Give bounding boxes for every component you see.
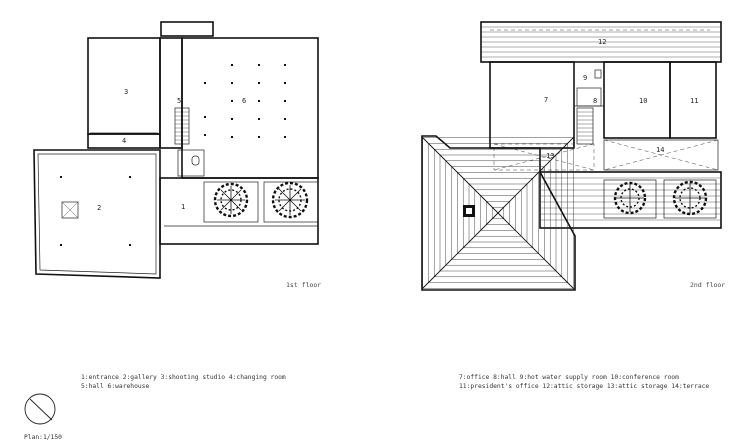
room-number: 4	[122, 137, 126, 145]
room-gallery	[33, 149, 161, 279]
second-floor-plan: 7 8 9 10 11 12 13 14 2nd floor	[421, 21, 725, 291]
floor-label-first: 1st floor	[286, 281, 321, 289]
room-number: 6	[242, 97, 246, 105]
gallery-inner-line	[37, 153, 157, 275]
roof-hip-line	[497, 136, 575, 214]
roof-contour-line	[433, 148, 563, 278]
room-hall	[159, 37, 183, 149]
room-number: 13	[546, 152, 554, 160]
room-hot-water-supply	[573, 61, 605, 107]
room-number: 2	[97, 204, 101, 212]
room-number: 5	[177, 97, 181, 105]
room-number: 7	[544, 96, 548, 104]
entry-canopy	[160, 21, 214, 37]
gallery-roof	[421, 135, 576, 291]
water-heater-icon	[594, 69, 602, 79]
roof-contour-line	[480, 195, 516, 231]
room-terrace	[603, 139, 719, 171]
scale-label: Plan:1/150	[24, 434, 62, 441]
gallery-skylight	[61, 201, 79, 219]
roof-contour-line	[491, 206, 505, 220]
roof-contour-line	[428, 143, 568, 283]
roof-contour-line	[451, 166, 545, 260]
room-number: 12	[598, 38, 606, 46]
room-entrance	[159, 177, 319, 245]
tree-icon-left	[213, 182, 249, 218]
legend-second-line-1: 7:office 8:hall 9:hot water supply room …	[459, 374, 679, 381]
room-office	[489, 61, 575, 149]
staircase-second	[576, 107, 594, 145]
upper-planter-left	[603, 179, 657, 219]
roof-deck	[539, 171, 722, 229]
room-attic-storage-13	[493, 143, 595, 171]
room-shooting-studio	[87, 37, 161, 135]
room-conference	[603, 61, 671, 139]
roof-contour-line	[422, 137, 574, 289]
roof-contour-line	[457, 172, 539, 254]
legend-first-line-1: 1:entrance 2:gallery 3:shooting studio 4…	[81, 374, 286, 381]
roof-contour-line	[439, 154, 557, 272]
roof-hip-line	[421, 136, 499, 214]
room-number: 1	[181, 203, 185, 211]
toilet-fixture	[191, 155, 200, 166]
room-number: 9	[583, 74, 587, 82]
room-presidents-office	[669, 61, 717, 139]
room-number: 10	[639, 97, 647, 105]
room-hall-2f	[576, 87, 602, 107]
north-arrow-icon	[24, 393, 56, 425]
tree-icon-upper-left	[613, 181, 647, 215]
room-number: 11	[690, 97, 698, 105]
gallery-columns	[60, 176, 131, 246]
upper-planter-right	[663, 179, 717, 219]
legend-second-line-2: 11:president's office 12:attic storage 1…	[459, 383, 709, 390]
room-number: 8	[593, 97, 597, 105]
tree-icon-right	[271, 181, 309, 219]
roof-hip-line	[497, 212, 575, 290]
legend-first-line-2: 5:hall 6:warehouse	[81, 383, 149, 390]
floor-label-second: 2nd floor	[690, 281, 725, 289]
roof-contour-line	[445, 160, 551, 266]
warehouse-column-grid	[204, 64, 286, 138]
roof-contour-line	[486, 201, 510, 225]
room-number: 14	[656, 146, 664, 154]
room-number: 3	[124, 88, 128, 96]
room-warehouse	[181, 37, 319, 179]
pyramid-roof-lines	[421, 136, 575, 290]
toilet-room	[177, 149, 205, 177]
first-floor-plan: 1 2 3 4 5 6 1st floor	[33, 21, 321, 289]
planter-left	[203, 181, 259, 223]
roof-hip-line	[421, 212, 499, 290]
tree-icon-upper-right	[672, 180, 708, 216]
attic-hatching	[481, 26, 721, 58]
